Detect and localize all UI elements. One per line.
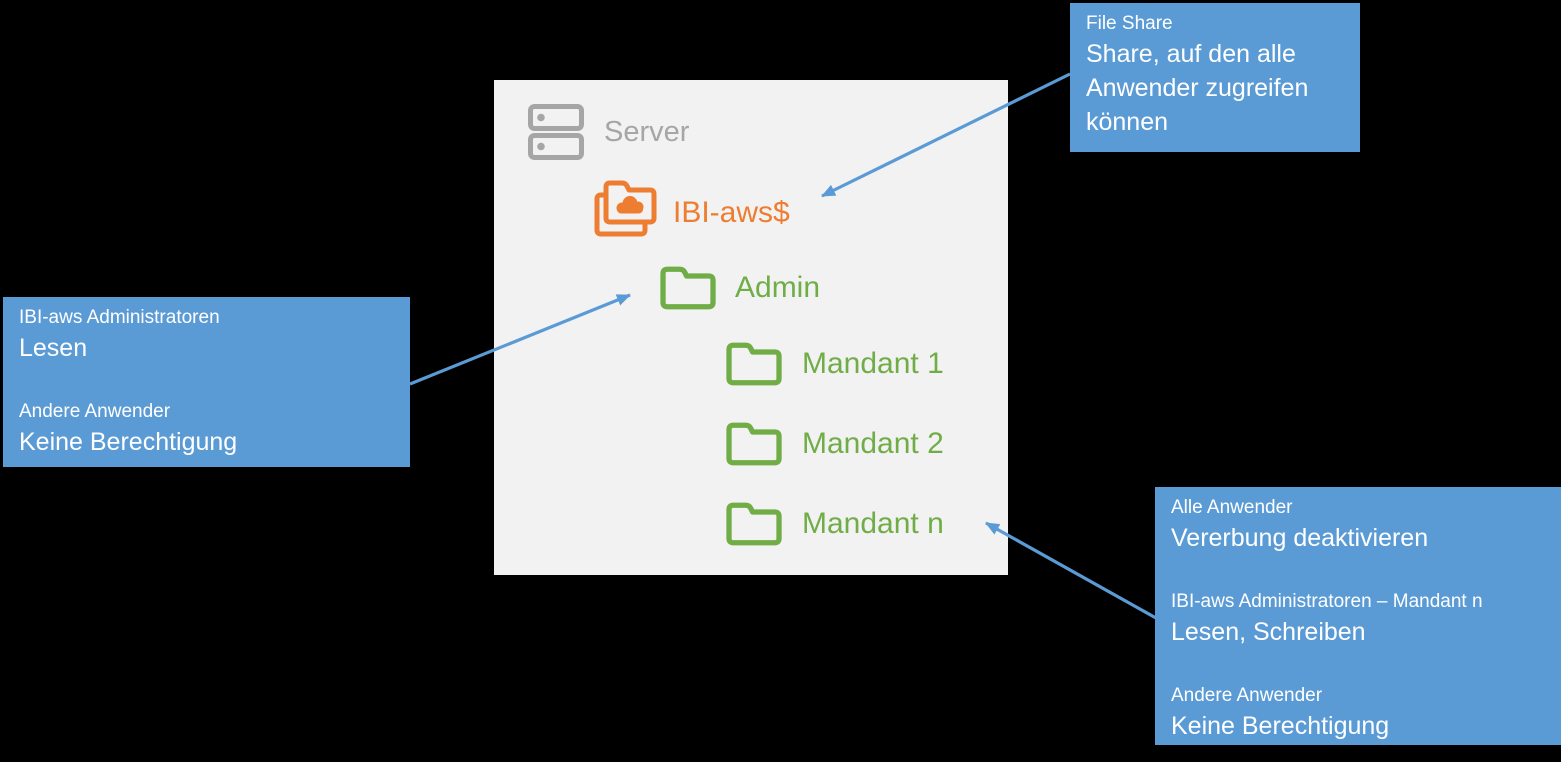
permission-subject: Andere Anwender [19, 401, 171, 422]
folder-icon [657, 263, 720, 313]
tree-row-admin: Admin [657, 263, 820, 313]
permission-entry: Andere Anwender Keine Berechtigung [1171, 683, 1545, 743]
permission-value: Lesen [19, 334, 88, 362]
callout-mandant-permissions: Alle Anwender Vererbung deaktivieren IBI… [1155, 487, 1561, 745]
callout-admin-permissions: IBI-aws Administratoren Lesen Andere Anw… [3, 297, 410, 467]
mandant-2-folder-label: Mandant 2 [802, 427, 944, 460]
tree-row-mandant-2: Mandant 2 [723, 419, 944, 469]
callout-detail: Share, auf den alle Anwender zugreifen k… [1086, 40, 1309, 136]
tree-row-mandant-1: Mandant 1 [723, 339, 944, 389]
permission-subject: Alle Anwender [1171, 497, 1293, 518]
permission-entry: IBI-aws Administratoren Lesen [19, 305, 394, 365]
tree-row-mandant-n: Mandant n [723, 499, 944, 549]
permission-entry: IBI-aws Administratoren – Mandant n Lese… [1171, 589, 1545, 649]
folder-icon [723, 499, 786, 549]
admin-folder-label: Admin [735, 271, 821, 304]
arrow-mandant-callout-to-mandant-n [985, 521, 1157, 620]
callout-file-share: File Share Share, auf den alle Anwender … [1070, 3, 1360, 152]
tree-row-server: Server [527, 104, 689, 160]
permission-value: Lesen, Schreiben [1171, 618, 1366, 646]
tree-row-share: IBI-aws$ [592, 179, 790, 246]
permission-subject: Andere Anwender [1171, 685, 1323, 706]
cloud-glyph [616, 196, 644, 214]
permission-entry: File Share Share, auf den alle Anwender … [1086, 11, 1344, 139]
server-icon [527, 104, 585, 160]
mandant-n-folder-label: Mandant n [802, 507, 944, 540]
shared-cloud-folder-icon [592, 179, 658, 246]
share-folder-label: IBI-aws$ [673, 195, 790, 229]
folder-icon [723, 419, 786, 469]
callout-title: File Share [1086, 13, 1173, 34]
server-panel: Server IBI-aws$ [494, 80, 1008, 575]
folder-icon [723, 339, 786, 389]
permission-subject: IBI-aws Administratoren – Mandant n [1171, 591, 1483, 612]
permission-value: Keine Berechtigung [19, 428, 238, 456]
permission-value: Vererbung deaktivieren [1171, 524, 1429, 552]
permission-value: Keine Berechtigung [1171, 712, 1390, 740]
server-label: Server [604, 115, 690, 148]
permission-subject: IBI-aws Administratoren [19, 307, 220, 328]
permission-entry: Alle Anwender Vererbung deaktivieren [1171, 495, 1545, 555]
permission-entry: Andere Anwender Keine Berechtigung [19, 399, 394, 459]
mandant-1-folder-label: Mandant 1 [802, 347, 944, 380]
